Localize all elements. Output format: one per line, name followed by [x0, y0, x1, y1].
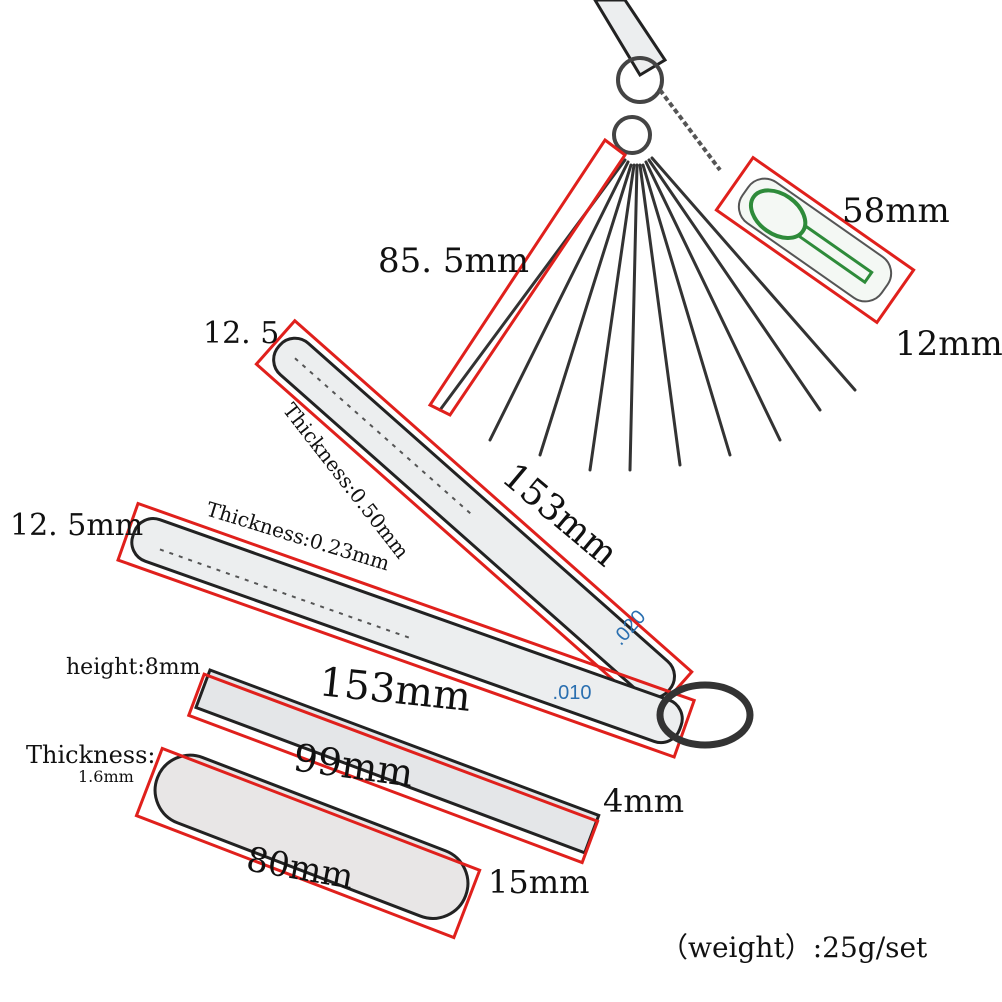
- gauge-050-width-label: 12. 5: [203, 316, 279, 351]
- guitar-tag-width-label: 12mm: [895, 324, 1002, 364]
- feeler-gauge-023: .010: [116, 501, 697, 759]
- wires-length-label: 85. 5mm: [378, 241, 529, 281]
- stone-thickness-value: 1.6mm: [78, 767, 134, 786]
- gauge-023-width-label: 12. 5mm: [10, 508, 143, 543]
- stone-thickness-label: Thickness:: [26, 741, 156, 769]
- file-height-label: height:8mm: [66, 655, 201, 680]
- guitar-tag-length-label: 58mm: [842, 191, 950, 231]
- gauge-023-mark: .010: [553, 682, 592, 704]
- wires-dimension-box: [427, 137, 628, 417]
- cleaning-wires: [438, 156, 857, 472]
- polishing-stone: [134, 746, 482, 940]
- weight-label: （weight）:25g/set: [660, 931, 928, 964]
- stone-width-label: 15mm: [488, 863, 589, 901]
- keyring-holder: [593, 0, 722, 172]
- diamond-file: [186, 668, 601, 865]
- guitar-tag: [714, 155, 916, 325]
- key-ring: [656, 681, 754, 749]
- file-width-label: 4mm: [603, 782, 684, 820]
